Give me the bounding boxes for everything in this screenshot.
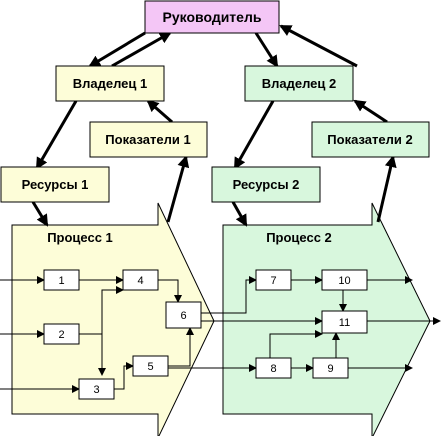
- step-box-7: 7: [255, 269, 292, 291]
- step-box-11: 11: [321, 310, 368, 334]
- step-label-6: 6: [180, 310, 186, 322]
- step-label-7: 7: [270, 275, 276, 287]
- flow-8-to-11: [269, 330, 323, 358]
- arrow-resources-1-to-process-1: [31, 201, 49, 227]
- step-box-1: 1: [43, 269, 80, 291]
- indicators-1-label: Показатели 1: [105, 132, 190, 147]
- step-label-2: 2: [58, 329, 64, 341]
- arrow-indicators-1-to-owner-1: [146, 99, 173, 124]
- process-1-label: Процесс 1: [47, 230, 113, 245]
- flow-4-to-6: [158, 279, 182, 303]
- flow-5-to-6: [168, 327, 194, 367]
- resources-2-label: Ресурсы 2: [233, 177, 300, 192]
- flow-2-to-3: [79, 333, 106, 376]
- arrow-top-to-owner-2: [254, 32, 279, 68]
- step-boxes: 1 2 3 4 5 6 7 8 9 10 11: [43, 269, 368, 400]
- step-box-4: 4: [122, 269, 159, 291]
- step-box-3: 3: [78, 378, 115, 400]
- owner-2-label: Владелец 2: [262, 76, 337, 91]
- step-label-8: 8: [270, 363, 276, 375]
- flow-6-to-7: [201, 276, 257, 314]
- owner-1-label: Владелец 1: [73, 76, 148, 91]
- step-box-5: 5: [132, 355, 169, 377]
- process-1-chevron: Процесс 1: [11, 202, 215, 436]
- step-label-4: 4: [137, 275, 143, 287]
- process-2-label: Процесс 2: [266, 230, 332, 245]
- step-box-6: 6: [165, 301, 202, 329]
- step-box-2: 2: [43, 323, 80, 345]
- resources-1-label: Ресурсы 1: [22, 177, 89, 192]
- step-label-9: 9: [327, 363, 333, 375]
- arrow-owner-2-to-resources-2: [233, 100, 275, 170]
- top-manager-label: Руководитель: [163, 9, 262, 25]
- step-box-9: 9: [312, 357, 349, 379]
- arrow-owner-1-to-top: [111, 31, 172, 68]
- resources-2-box: Ресурсы 2: [211, 166, 321, 203]
- step-box-8: 8: [255, 357, 292, 379]
- arrow-process-1-to-indicators-1: [166, 155, 190, 223]
- arrow-owner-1-to-resources-1: [35, 100, 78, 170]
- step-label-10: 10: [338, 275, 350, 287]
- arrow-top-to-owner-1: [88, 31, 146, 68]
- owner-2-box: Владелец 2: [244, 65, 354, 102]
- flow-3-to-5: [114, 362, 134, 390]
- indicators-2-label: Показатели 2: [327, 132, 412, 147]
- arrow-indicators-2-to-owner-2: [353, 99, 388, 124]
- indicators-2-box: Показатели 2: [311, 121, 430, 158]
- arrow-process-2-to-indicators-2: [376, 155, 397, 223]
- step-label-1: 1: [58, 275, 64, 287]
- arrow-owner-2-to-top: [279, 24, 358, 68]
- flow-lines: [0, 276, 441, 393]
- step-label-5: 5: [147, 361, 153, 373]
- top-manager-box: Руководитель: [144, 0, 280, 34]
- indicators-1-box: Показатели 1: [89, 121, 208, 158]
- management-arrows: [31, 24, 397, 227]
- step-box-10: 10: [321, 269, 368, 291]
- resources-1-box: Ресурсы 1: [0, 166, 110, 203]
- arrow-resources-2-to-process-2: [231, 201, 248, 227]
- owner-1-box: Владелец 1: [55, 65, 165, 102]
- step-label-3: 3: [93, 384, 99, 396]
- process-1-shape: [11, 202, 215, 436]
- step-label-11: 11: [339, 317, 350, 329]
